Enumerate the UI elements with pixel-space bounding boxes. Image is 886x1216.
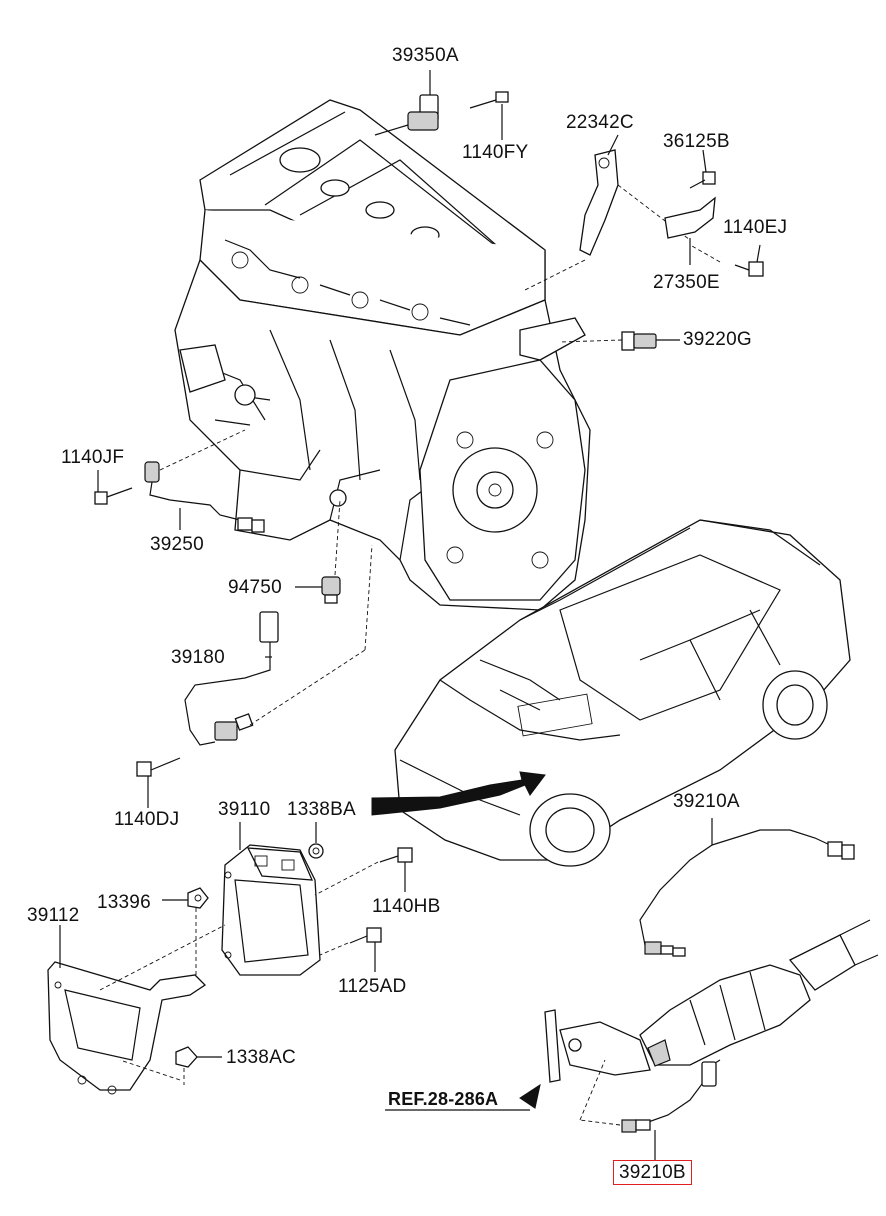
part-label-39210a[interactable]: 39210A [673, 791, 740, 812]
part-label-1140dj[interactable]: 1140DJ [114, 809, 180, 830]
rear-oxygen-sensor-drawing [621, 1059, 721, 1133]
part-label-39210b-highlighted[interactable]: 39210B [613, 1160, 692, 1185]
engine-block-drawing [174, 99, 591, 611]
ecu-module-drawing [221, 844, 321, 976]
part-label-94750[interactable]: 94750 [228, 577, 282, 598]
part-label-1125ad[interactable]: 1125AD [338, 976, 407, 997]
bracket-22342c-drawing [579, 149, 619, 256]
part-label-13396[interactable]: 13396 [97, 892, 151, 913]
part-label-1140ej[interactable]: 1140EJ [723, 217, 788, 238]
part-label-36125b[interactable]: 36125B [663, 131, 730, 152]
part-label-1140jf[interactable]: 1140JF [61, 447, 125, 468]
part-label-39112[interactable]: 39112 [27, 905, 80, 926]
part-label-39350a[interactable]: 39350A [392, 45, 459, 66]
part-label-27350e[interactable]: 27350E [653, 272, 720, 293]
part-label-1338ac[interactable]: 1338AC [226, 1047, 296, 1068]
cam-position-sensor-drawing [374, 94, 439, 136]
part-label-39110[interactable]: 39110 [218, 799, 271, 820]
location-arrow [371, 771, 546, 816]
knock-sensor-drawing [94, 461, 265, 533]
part-label-39250[interactable]: 39250 [150, 534, 204, 555]
part-label-1140hb[interactable]: 1140HB [372, 896, 441, 917]
ecu-bracket-drawing [47, 961, 207, 1095]
part-label-22342c[interactable]: 22342C [566, 112, 634, 133]
coolant-temp-sensor-drawing [621, 331, 657, 351]
car-outline-drawing [394, 519, 851, 867]
catalytic-converter-drawing [544, 919, 879, 1083]
part-label-39220g[interactable]: 39220G [683, 329, 752, 350]
part-label-1338ba[interactable]: 1338BA [287, 799, 356, 820]
part-label-39180[interactable]: 39180 [171, 647, 225, 668]
reference-label[interactable]: REF.28-286A [388, 1089, 499, 1109]
front-oxygen-sensor-drawing [639, 829, 855, 957]
part-label-1140fy[interactable]: 1140FY [462, 142, 529, 163]
crank-position-sensor-drawing [184, 611, 279, 746]
